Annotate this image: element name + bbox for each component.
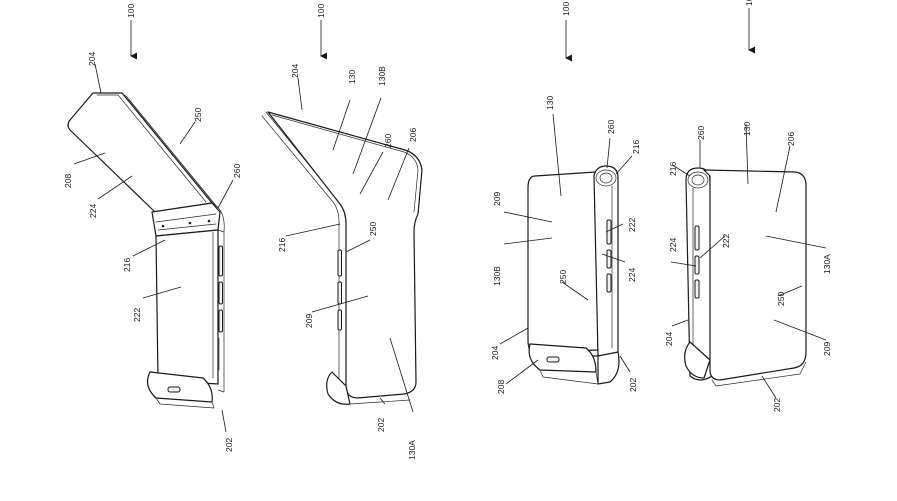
ref-label-202: 202: [772, 398, 782, 412]
ref-label-209: 209: [822, 342, 832, 356]
ref-label-100: 100: [561, 2, 571, 16]
ref-label-222: 222: [627, 218, 637, 232]
ref-label-204: 204: [490, 346, 500, 360]
ref-label-216: 216: [277, 238, 287, 252]
ref-label-130: 130: [742, 122, 752, 136]
figure-c-closed-device-front: 100: [490, 2, 641, 394]
ref-label-250: 250: [368, 222, 378, 236]
ref-label-216: 216: [122, 258, 132, 272]
ref-label-204: 204: [664, 332, 674, 346]
closed-device: [527, 165, 620, 385]
ref-label-208: 208: [63, 174, 73, 188]
ref-label-260: 260: [696, 126, 706, 140]
leader-lines: [73, 63, 234, 433]
ref-label-209: 209: [304, 314, 314, 328]
ref-label-130: 130: [545, 96, 555, 110]
leader-lines: [670, 123, 827, 399]
ref-label-130a: 130A: [407, 440, 417, 460]
figure-a-partially-open-device: 100: [63, 4, 242, 452]
ref-label-250: 250: [776, 292, 786, 306]
closed-device-rear: [684, 167, 807, 387]
ref-label-216: 216: [631, 140, 641, 154]
folding-display: [261, 111, 423, 405]
ref-label-202: 202: [376, 418, 386, 432]
ref-label-204: 204: [87, 52, 97, 66]
ref-label-202: 202: [224, 438, 234, 452]
ref-label-224: 224: [668, 238, 678, 252]
ref-label-260: 260: [232, 164, 242, 178]
figure-b-partially-open-display: 100 204: [261, 4, 423, 460]
figure-d-closed-device-rear: 100 2: [664, 0, 832, 412]
ref-label-100: 100: [126, 4, 136, 18]
leader-lines: [499, 113, 633, 385]
ref-label-260: 260: [606, 120, 616, 134]
ref-label-260: 260: [383, 134, 393, 148]
leader-lines: [285, 77, 414, 413]
ref-label-206: 206: [408, 128, 418, 142]
ref-label-130: 130: [347, 70, 357, 84]
ref-label-250: 250: [558, 270, 568, 284]
ref-label-209: 209: [492, 192, 502, 206]
ref-label-222: 222: [721, 234, 731, 248]
ref-label-216: 216: [668, 162, 678, 176]
ref-label-130a: 130A: [822, 254, 832, 274]
ref-label-208: 208: [496, 380, 506, 394]
ref-label-250: 250: [193, 108, 203, 122]
ref-label-130b: 130B: [377, 66, 387, 86]
ref-label-204: 204: [290, 64, 300, 78]
ref-label-100: 100: [744, 0, 754, 6]
ref-label-224: 224: [627, 268, 637, 282]
ref-label-130b: 130B: [492, 266, 502, 286]
ref-label-202: 202: [628, 378, 638, 392]
hinge-assembly: [151, 202, 225, 237]
ref-label-224: 224: [88, 204, 98, 218]
lower-housing: [146, 229, 225, 409]
ref-label-100: 100: [316, 4, 326, 18]
ref-label-222: 222: [132, 308, 142, 322]
ref-label-206: 206: [786, 132, 796, 146]
